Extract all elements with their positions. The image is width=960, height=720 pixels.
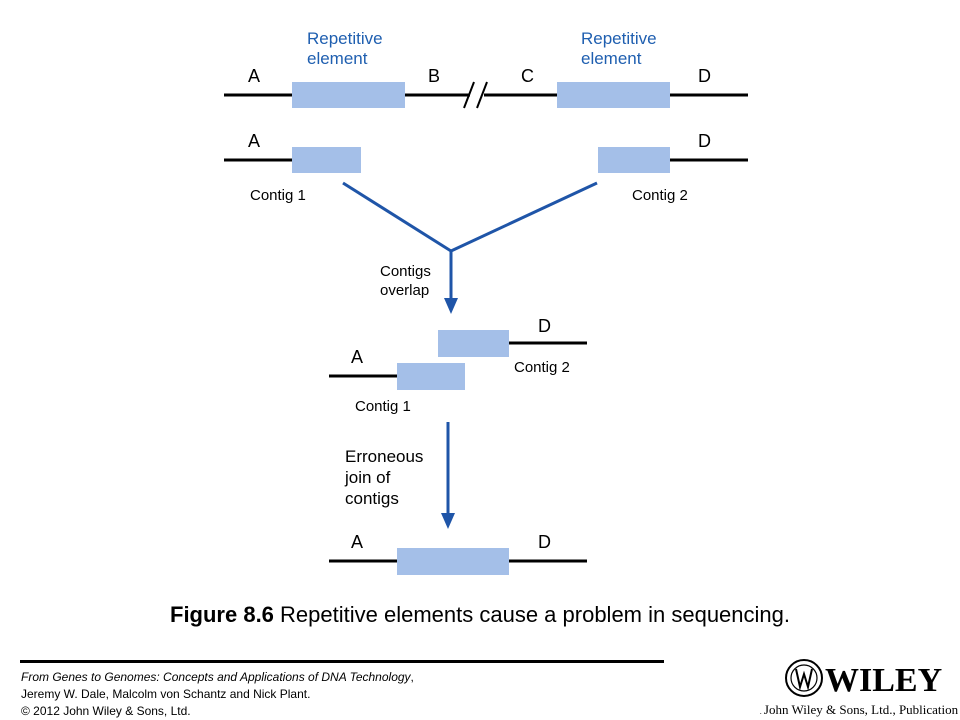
contig1-label: Contig 1 [250, 187, 306, 204]
credit-copyright: © 2012 John Wiley & Sons, Ltd. [21, 704, 191, 718]
repetitive-element-right [557, 82, 670, 108]
wiley-seal-monogram [795, 668, 813, 691]
label-a: A [248, 66, 260, 86]
wiley-tagline: A John Wiley & Sons, Ltd., Publication [760, 702, 959, 717]
arrow-branch-right [450, 181, 598, 253]
top-row: A B C D Repetitive element Repetitive el… [224, 29, 748, 109]
arrow1-label-line2: overlap [380, 282, 429, 299]
arrow2-label-line3: contigs [345, 489, 399, 508]
final-element [397, 548, 509, 575]
book-title: From Genes to Genomes: Concepts and Appl… [21, 670, 411, 684]
wiley-seal-icon [785, 659, 823, 697]
final-label-a: A [351, 532, 363, 552]
join-arrow-head [441, 513, 455, 529]
wiley-wordmark: WILEY [825, 662, 942, 699]
arrow2-label-line1: Erroneous [345, 447, 423, 466]
overlap-contig1-element [397, 363, 465, 390]
repeat-label-left-line1: Repetitive [307, 29, 383, 48]
contig2-label: Contig 2 [632, 187, 688, 204]
overlap-contig1-label: Contig 1 [355, 398, 411, 415]
arrow-head [444, 298, 458, 314]
contig-label-d: D [698, 131, 711, 151]
overlap-contig2-element [438, 330, 509, 357]
footer-rule [20, 660, 664, 663]
overlap-arrow: Contigs overlap [342, 181, 598, 314]
final-row: A D [329, 532, 587, 575]
caption-text: Repetitive elements cause a problem in s… [273, 602, 790, 627]
book-title-suffix: , [410, 670, 414, 684]
overlap-label-a: A [351, 347, 363, 367]
overlap-contig2-label: Contig 2 [514, 359, 570, 376]
break-mark-2 [476, 81, 488, 109]
repeat-label-left-line2: element [307, 49, 368, 68]
contig2-element [598, 147, 670, 173]
repeat-label-right-line2: element [581, 49, 642, 68]
figure-number: Figure 8.6 [170, 602, 274, 627]
overlap-label-d: D [538, 316, 551, 336]
repetitive-element-left [292, 82, 405, 108]
break-mark-1 [463, 81, 475, 109]
arrow2-label-line2: join of [344, 468, 391, 487]
figure-caption: Figure 8.6 Repetitive elements cause a p… [0, 602, 960, 628]
sequencing-diagram: A B C D Repetitive element Repetitive el… [224, 29, 748, 575]
label-c: C [521, 66, 534, 86]
wiley-seal-inner [790, 664, 818, 692]
repeat-label-right-line1: Repetitive [581, 29, 657, 48]
credit-authors: Jeremy W. Dale, Malcolm von Schantz and … [21, 687, 311, 701]
contigs-row: A D Contig 1 Contig 2 [224, 131, 748, 204]
arrow1-label-line1: Contigs [380, 263, 431, 280]
contig1-element [292, 147, 361, 173]
contig-label-a: A [248, 131, 260, 151]
credit-book-line: From Genes to Genomes: Concepts and Appl… [21, 669, 414, 686]
label-b: B [428, 66, 440, 86]
final-label-d: D [538, 532, 551, 552]
overlap-row: D A Contig 2 Contig 1 [329, 316, 587, 415]
arrow-branch-left [342, 181, 452, 253]
label-d: D [698, 66, 711, 86]
join-arrow: Erroneous join of contigs [344, 422, 455, 529]
source-credit: From Genes to Genomes: Concepts and Appl… [21, 669, 414, 720]
wiley-logo: WILEY A John Wiley & Sons, Ltd., Publica… [760, 659, 959, 717]
